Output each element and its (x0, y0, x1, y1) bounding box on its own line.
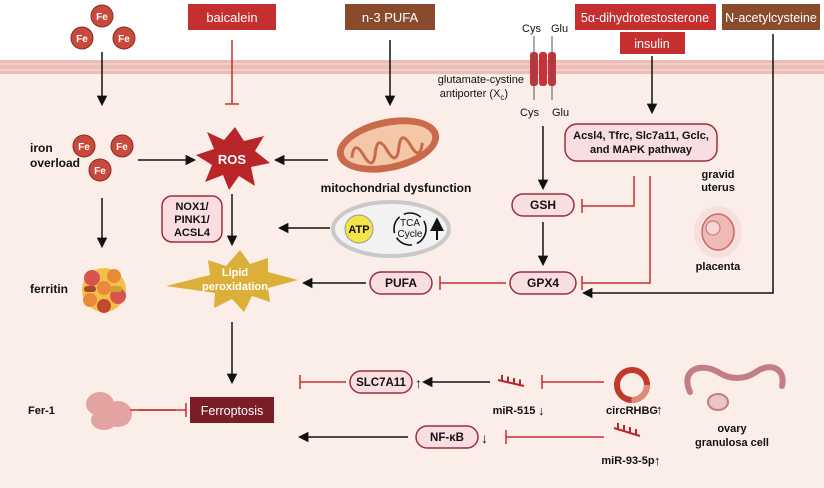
granulosa-cell-label: granulosa cell (695, 437, 769, 449)
nox1-label: NOX1/ (175, 201, 208, 213)
cys-outside-label: Cys (522, 23, 541, 35)
ovary-label: ovary (717, 423, 747, 435)
circrhbg-label: circRHBG (606, 405, 658, 417)
mir515-icon (497, 375, 525, 387)
acsl4-label: ACSL4 (174, 227, 211, 239)
glu-inside-label: Glu (552, 107, 569, 119)
mito-dysfunction-label: mitochondrial dysfunction (321, 181, 472, 195)
ros-star: ROS (196, 127, 270, 190)
mitochondrion-icon (336, 117, 440, 173)
circrhbg-up-arrow: ↑ (656, 402, 663, 417)
circrhbg-icon (614, 367, 650, 403)
peroxidation-label: peroxidation (202, 281, 268, 293)
mito-atp-tca: ATP TCA Cycle (331, 200, 451, 258)
fe-label: Fe (76, 34, 88, 45)
dht-box: 5α-dihydrotestosterone (575, 4, 716, 30)
antiporter-label: glutamate-cystine (438, 74, 524, 86)
fer1-label: Fer-1 (28, 405, 55, 417)
insulin-box: insulin (620, 32, 685, 54)
acsl4-pathway-box: Acsl4, Tfrc, Slc7a11, Gclc, and MAPK pat… (564, 123, 718, 162)
ferritin-label: ferritin (30, 282, 68, 296)
pink1-label: PINK1/ (174, 214, 209, 226)
mir93-label: miR-93-5p (601, 455, 654, 467)
tca-cycle-icon (393, 212, 427, 246)
fe-ball (70, 26, 94, 50)
glu-outside-label: Glu (551, 23, 568, 35)
baicalein-label: baicalein (206, 10, 257, 25)
antiporter-icon (530, 36, 556, 100)
activation-arrows (96, 34, 774, 443)
ovary-icon (684, 364, 786, 411)
fe-label: Fe (96, 12, 108, 23)
pathway-label-2: and MAPK pathway (590, 144, 693, 156)
gsh-pill: GSH (511, 193, 575, 217)
slc7a11-label: SLC7A11 (356, 377, 406, 389)
fer1-icon (86, 392, 132, 430)
gravid-label: gravid (701, 169, 734, 181)
cys-inside-label: Cys (520, 107, 539, 119)
mir93-up-arrow: ↑ (654, 453, 661, 468)
slc7a11-up-arrow: ↑ (415, 375, 422, 391)
cell-membrane (0, 60, 824, 74)
fe-ball (110, 134, 134, 158)
gsh-label: GSH (530, 198, 556, 212)
antiporter-label-2: antiporter (Xc) (440, 88, 508, 102)
ferroptosis-box: Ferroptosis (190, 397, 274, 423)
mir515-label: miR-515 (493, 405, 536, 417)
pufa-label: PUFA (385, 276, 417, 290)
fe-label: Fe (78, 142, 90, 153)
atp-label: ATP (348, 224, 369, 236)
fe-label: Fe (94, 166, 106, 177)
iron-overload-label: iron (30, 141, 53, 155)
inhibition-lines (130, 40, 651, 444)
fe-ball (90, 4, 114, 28)
ros-label: ROS (218, 152, 247, 167)
dht-label: 5α-dihydrotestosterone (581, 11, 709, 25)
nfkb-pill: NF-κB (415, 425, 479, 449)
fe-ball (112, 26, 136, 50)
fe-label: Fe (116, 142, 128, 153)
fe-label: Fe (118, 34, 130, 45)
iron-overload-label-2: overload (30, 156, 80, 170)
nfkb-down-arrow: ↓ (481, 430, 488, 446)
fe-ball (88, 158, 112, 182)
uterus-icon (694, 206, 742, 258)
pufa-pill: PUFA (369, 271, 433, 295)
uterus-label: uterus (701, 182, 735, 194)
tca-label: TCA (400, 218, 420, 229)
ferritin-icon (82, 268, 126, 313)
lipid-peroxidation-star: Lipid peroxidation (166, 250, 298, 312)
n3-pufa-box: n-3 PUFA (345, 4, 435, 30)
mir93-icon (613, 423, 641, 437)
mir515-down-arrow: ↓ (538, 403, 545, 418)
gpx4-pill: GPX4 (509, 271, 577, 295)
ferroptosis-label: Ferroptosis (201, 404, 264, 418)
nox-pink-acsl4-box: NOX1/ PINK1/ ACSL4 (161, 195, 223, 243)
nac-box: N-acetylcysteine (722, 4, 820, 30)
placenta-label: placenta (696, 261, 742, 273)
baicalein-box: baicalein (188, 4, 276, 30)
nac-label: N-acetylcysteine (725, 11, 817, 25)
pathway-label-1: Acsl4, Tfrc, Slc7a11, Gclc, (573, 130, 709, 142)
n3-pufa-label: n-3 PUFA (362, 10, 419, 25)
slc7a11-pill: SLC7A11 (349, 370, 413, 394)
nfkb-label: NF-κB (430, 432, 464, 444)
insulin-label: insulin (634, 37, 669, 51)
fe-ball (72, 134, 96, 158)
lipid-label: Lipid (222, 267, 248, 279)
cycle-label: Cycle (397, 229, 422, 240)
gpx4-label: GPX4 (527, 276, 559, 290)
